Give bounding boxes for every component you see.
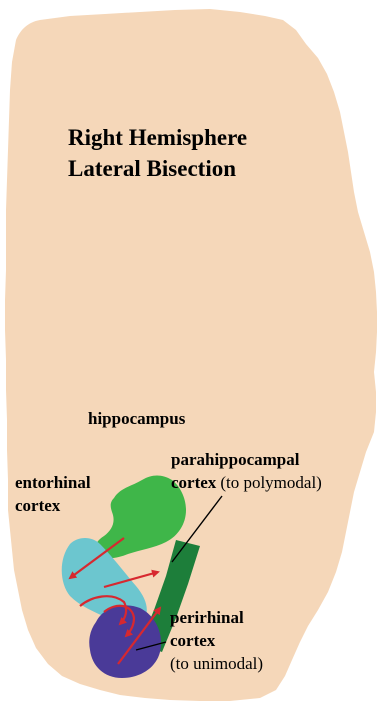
perirhinal-label-line-2: cortex	[170, 631, 216, 650]
title-line-2: Lateral Bisection	[68, 156, 236, 181]
entorhinal-label-line-2: cortex	[15, 496, 61, 515]
parahippocampal-label-line-2: cortex(to polymodal)	[171, 473, 322, 492]
perirhinal-label-line-3: (to unimodal)	[170, 654, 263, 673]
entorhinal-label-line-1: entorhinal	[15, 473, 91, 492]
brain-outline	[5, 9, 377, 701]
parahippocampal-label-cortex: cortex	[171, 473, 217, 492]
perirhinal-label-line-1: perirhinal	[170, 608, 244, 627]
title-line-1: Right Hemisphere	[68, 125, 247, 150]
parahippocampal-label-target: (to polymodal)	[220, 473, 322, 492]
parahippocampal-label-line-1: parahippocampal	[171, 450, 300, 469]
hippocampus-label: hippocampus	[88, 409, 186, 428]
